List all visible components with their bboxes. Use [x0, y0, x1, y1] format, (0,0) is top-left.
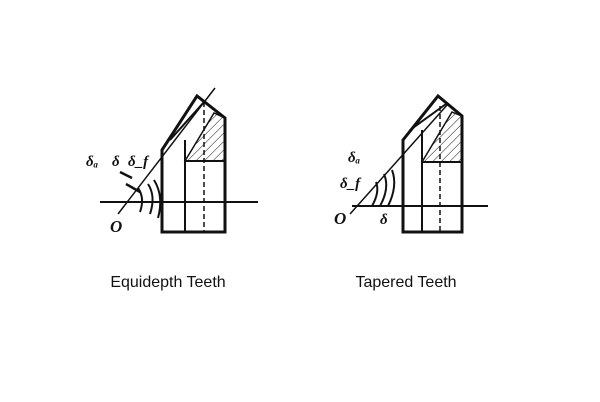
- right-label-origin: O: [334, 209, 346, 228]
- left-label-delta-f: δ_f: [128, 154, 150, 170]
- right-label-delta: δ: [380, 212, 388, 228]
- equidepth-teeth-figure: δₐ δ δ_f O: [86, 87, 258, 236]
- right-angle-arc-3: [387, 169, 396, 207]
- equidepth-teeth-caption: Equidepth Teeth: [110, 274, 226, 291]
- tapered-teeth-caption: Tapered Teeth: [355, 274, 457, 291]
- left-angle-arc-2: [147, 183, 154, 215]
- right-gear-body: [401, 93, 464, 234]
- left-label-origin: O: [110, 217, 122, 236]
- left-angle-arc-1: [137, 187, 144, 213]
- right-label-delta-a: δₐ: [348, 150, 361, 166]
- right-pitch-line: [349, 103, 449, 215]
- tapered-teeth-figure: δₐ δ_f δ O: [334, 93, 488, 234]
- right-tooth-hatch: [420, 111, 463, 163]
- left-angle-arc-3: [153, 179, 162, 219]
- left-label-delta: δ: [112, 154, 120, 170]
- left-angle-mark-a: [119, 170, 133, 180]
- left-gear-body: [160, 93, 227, 234]
- right-angle-arc-2: [379, 173, 388, 207]
- left-label-delta-a: δₐ: [86, 154, 99, 170]
- right-label-delta-f: δ_f: [340, 176, 362, 192]
- right-angle-arc-1: [371, 181, 379, 207]
- left-inner-top-line: [169, 101, 205, 141]
- left-angle-mark-b: [125, 182, 141, 194]
